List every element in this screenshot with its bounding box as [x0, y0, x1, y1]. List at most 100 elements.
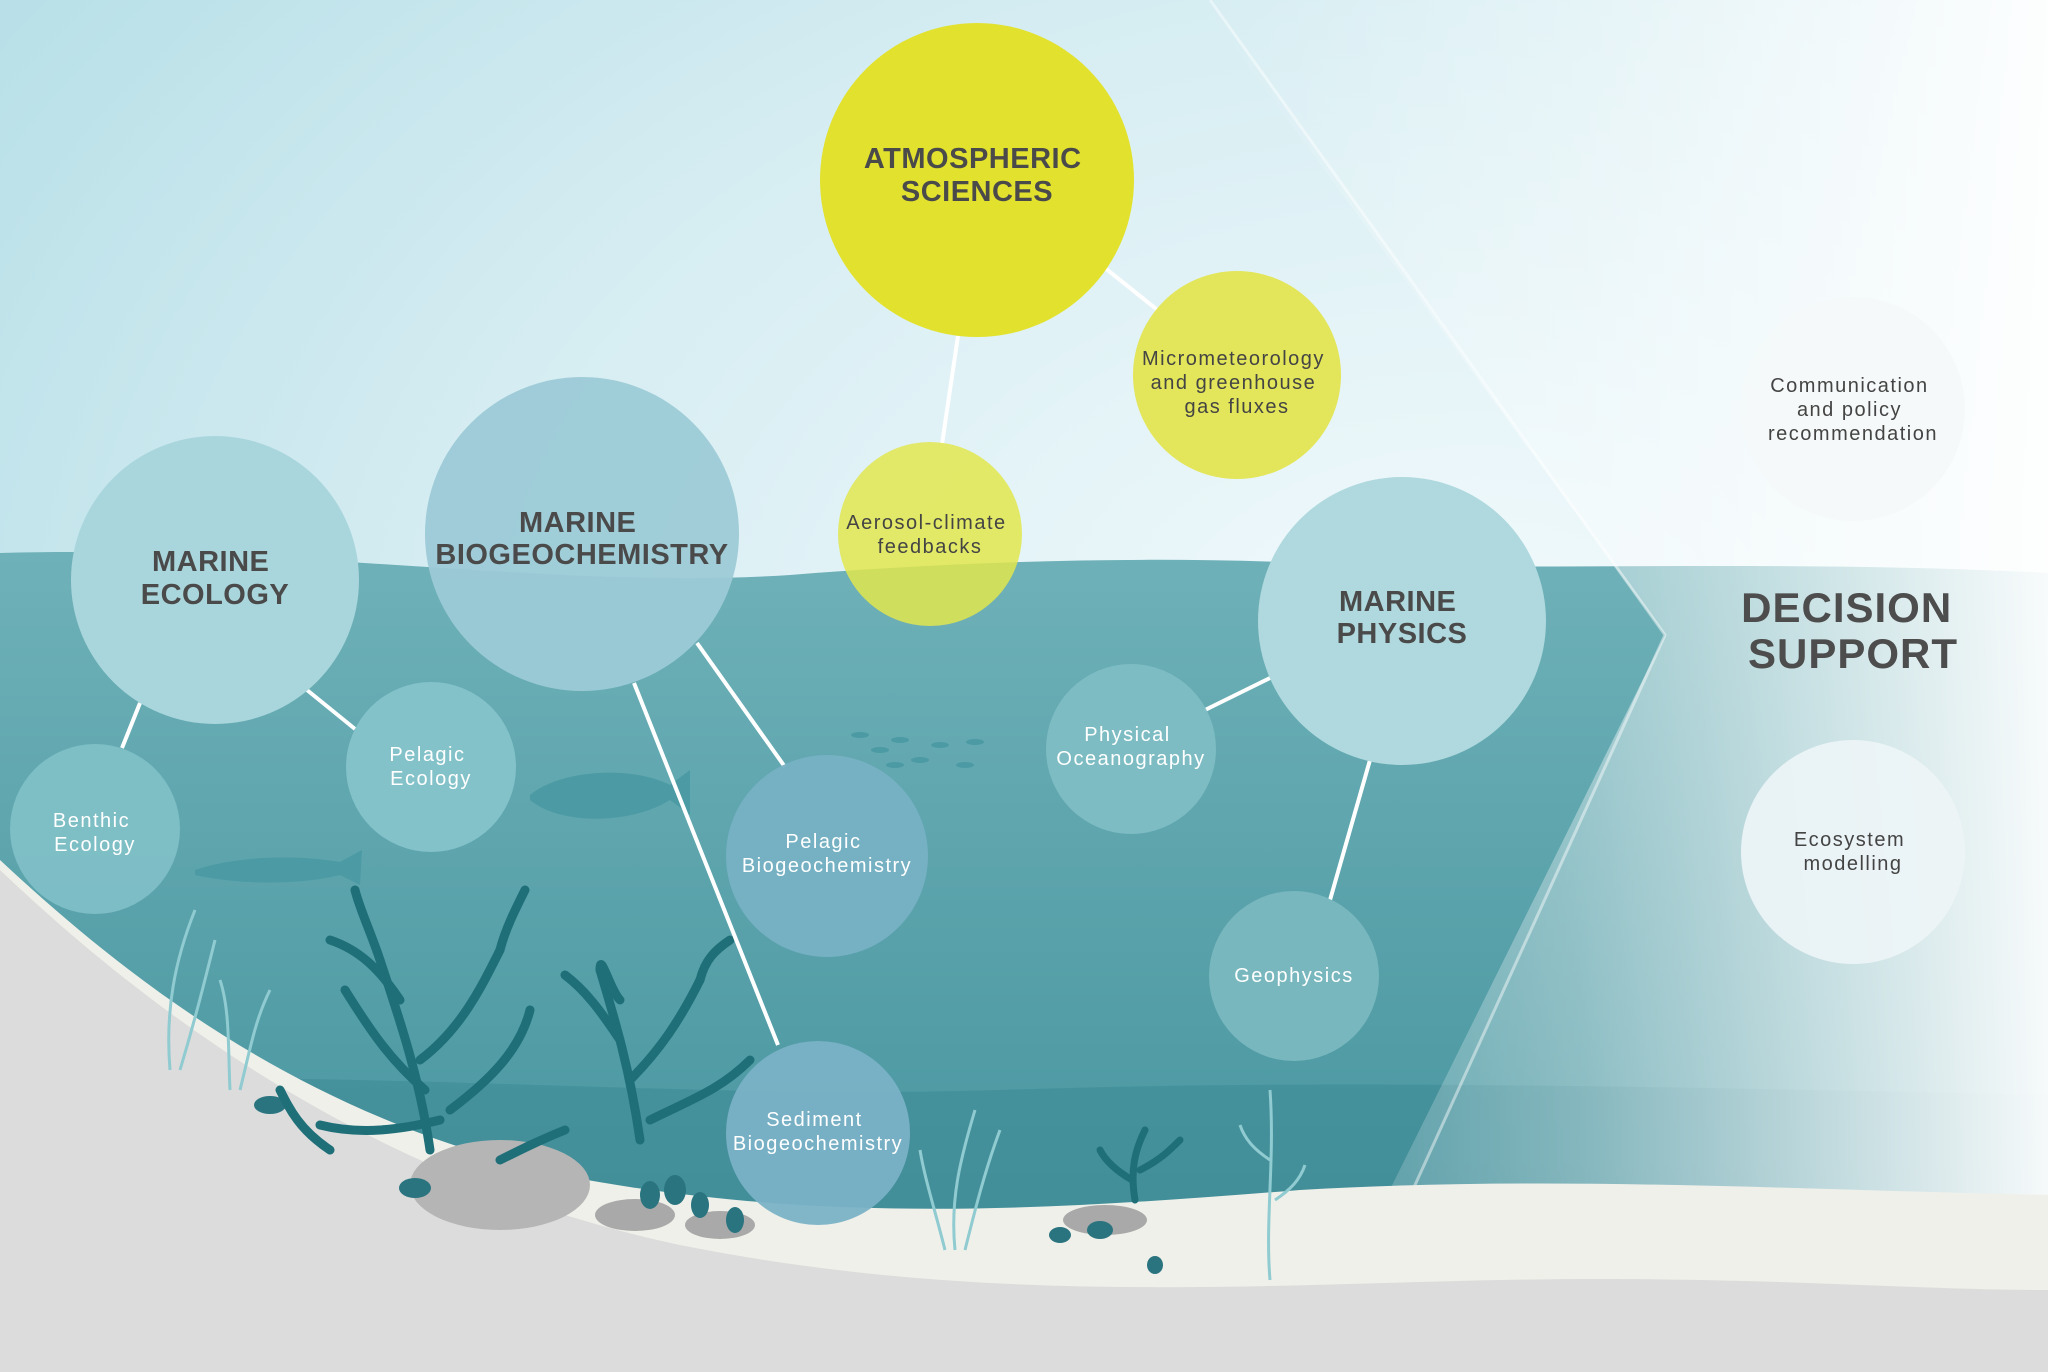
- line-physics-geophysics: [1328, 759, 1372, 901]
- node-pelagic-ecology[interactable]: Pelagic Ecology: [346, 682, 516, 852]
- node-pelagic-biogeochemistry[interactable]: Pelagic Biogeochemistry: [726, 755, 928, 957]
- line-atmos-micro: [1103, 266, 1162, 314]
- mussels: [254, 1096, 1163, 1274]
- svg-text:Benthic Ecology: Benthic Ecology: [53, 810, 137, 856]
- line-biogeo-sediment: [632, 682, 780, 1046]
- node-sediment-biogeochemistry-circle: [726, 1041, 910, 1225]
- line-biogeo-pelagic: [695, 641, 787, 769]
- node-ecosystem-modelling-line-1: Ecosystem: [1794, 829, 1905, 851]
- nodes-layer: ATMOSPHERIC SCIENCES Micrometeorology an…: [10, 23, 1965, 1225]
- node-geophysics[interactable]: Geophysics: [1209, 891, 1379, 1061]
- node-communication-policy-line-1: Communication: [1770, 375, 1928, 397]
- svg-text:Communication and poli: Communication and policy recommendation: [1768, 375, 1938, 445]
- connector-lines: [120, 266, 1372, 1046]
- svg-text:DECISION SUPPORT: DECISION SUPPORT: [1741, 584, 1965, 677]
- node-communication-policy-line-2: and policy: [1797, 399, 1902, 421]
- line-atmos-aerosol: [940, 335, 960, 445]
- node-aerosol-climate[interactable]: Aerosol-climate feedbacks: [838, 442, 1022, 626]
- node-ecosystem-modelling[interactable]: Ecosystem modelling: [1741, 740, 1965, 964]
- node-marine-ecology[interactable]: MARINE ECOLOGY: [71, 436, 359, 724]
- line-physics-oceanography: [1204, 676, 1271, 712]
- node-benthic-ecology[interactable]: Benthic Ecology: [10, 744, 180, 914]
- svg-text:Micrometeorology and g: Micrometeorology and greenhouse gas flux…: [1142, 348, 1332, 418]
- node-micrometeorology-circle: [1133, 271, 1341, 479]
- node-marine-ecology-circle: [71, 436, 359, 724]
- node-sediment-biogeochemistry-line-2: Biogeochemistry: [733, 1133, 903, 1155]
- sea-grass: [167, 909, 1307, 1281]
- svg-text:Pelagic Biogeochemistr: Pelagic Biogeochemistry: [742, 831, 912, 877]
- node-micrometeorology-line-1: Micrometeorology: [1142, 348, 1325, 370]
- fish-school: [851, 732, 984, 768]
- node-pelagic-ecology-line-1: Pelagic: [389, 744, 465, 766]
- svg-text:Ecosystem modelling: Ecosystem modelling: [1794, 829, 1912, 875]
- svg-text:MARINE ECOLOGY: MARINE ECOLOGY: [141, 546, 290, 611]
- svg-text:ATMOSPHERIC SCIENCES: ATMOSPHERIC SCIENCES: [864, 143, 1090, 208]
- svg-text:MARINE BIOGEOCHEMISTRY: MARINE BIOGEOCHEMISTRY: [435, 507, 728, 571]
- node-pelagic-biogeochemistry-line-1: Pelagic: [785, 831, 861, 853]
- node-marine-ecology-line-2: ECOLOGY: [141, 579, 290, 611]
- node-marine-physics-line-2: PHYSICS: [1337, 618, 1468, 650]
- node-micrometeorology-line-3: gas fluxes: [1184, 396, 1289, 418]
- node-geophysics-circle: [1209, 891, 1379, 1061]
- node-ecosystem-modelling-circle: [1741, 740, 1965, 964]
- rock-small-3: [1063, 1205, 1147, 1235]
- node-aerosol-climate-line-2: feedbacks: [878, 536, 983, 558]
- fish-cod: [530, 770, 690, 819]
- node-communication-policy-circle: [1741, 297, 1965, 521]
- line-ecology-benthic: [120, 702, 142, 749]
- node-atmospheric-sciences-line-1: ATMOSPHERIC: [864, 143, 1082, 175]
- node-physical-oceanography[interactable]: Physical Oceanography: [1046, 664, 1216, 834]
- decision-support-heading: DECISION SUPPORT: [1741, 584, 1965, 677]
- node-geophysics-line-1: Geophysics: [1234, 965, 1354, 987]
- node-pelagic-biogeochemistry-circle: [726, 755, 928, 957]
- seaweed-left: [275, 885, 535, 1155]
- node-physical-oceanography-line-1: Physical: [1084, 724, 1170, 746]
- node-aerosol-climate-line-1: Aerosol-climate: [846, 512, 1006, 534]
- svg-text:Geophysics: Geophysics: [1234, 965, 1354, 987]
- node-benthic-ecology-line-2: Ecology: [54, 834, 136, 856]
- node-physical-oceanography-circle: [1046, 664, 1216, 834]
- node-marine-biogeochemistry-circle: [425, 377, 739, 691]
- node-communication-policy-line-3: recommendation: [1768, 423, 1938, 445]
- fish-pike: [195, 850, 362, 885]
- decision-support-chevron-edge: [1208, 0, 1667, 1372]
- node-marine-physics-line-1: MARINE: [1339, 586, 1456, 618]
- line-ecology-pelagic: [305, 688, 357, 731]
- rock-large: [410, 1140, 590, 1230]
- node-micrometeorology-line-2: and greenhouse: [1151, 372, 1317, 394]
- node-sediment-biogeochemistry-line-1: Sediment: [766, 1109, 863, 1131]
- svg-text:Physical Oceanography: Physical Oceanography: [1056, 724, 1205, 770]
- decision-support-line-1: DECISION: [1741, 584, 1952, 631]
- node-sediment-biogeochemistry[interactable]: Sediment Biogeochemistry: [726, 1041, 910, 1225]
- node-atmospheric-sciences-circle: [820, 23, 1134, 337]
- node-micrometeorology[interactable]: Micrometeorology and greenhouse gas flux…: [1133, 271, 1341, 479]
- seaweed-small: [1096, 1126, 1184, 1204]
- svg-text:Sediment Biogeochemist: Sediment Biogeochemistry: [733, 1109, 903, 1155]
- decision-support-line-2: SUPPORT: [1748, 630, 1958, 677]
- svg-text:Aerosol-climate feedba: Aerosol-climate feedbacks: [846, 512, 1013, 558]
- node-physical-oceanography-line-2: Oceanography: [1056, 748, 1205, 770]
- node-pelagic-ecology-circle: [346, 682, 516, 852]
- node-marine-physics-circle: [1258, 477, 1546, 765]
- node-marine-physics[interactable]: MARINE PHYSICS: [1258, 477, 1546, 765]
- node-ecosystem-modelling-line-2: modelling: [1803, 853, 1902, 875]
- node-atmospheric-sciences-line-2: SCIENCES: [901, 176, 1053, 208]
- svg-text:Pelagic Ecology: Pelagic Ecology: [389, 744, 472, 790]
- node-communication-policy[interactable]: Communication and policy recommendation: [1741, 297, 1965, 521]
- node-marine-ecology-line-1: MARINE: [152, 546, 269, 578]
- rock-small-1: [595, 1199, 675, 1231]
- seabed: [0, 870, 2048, 1372]
- node-pelagic-biogeochemistry-line-2: Biogeochemistry: [742, 855, 912, 877]
- svg-text:MARINE PHYSICS: MARINE PHYSICS: [1337, 586, 1468, 650]
- node-benthic-ecology-circle: [10, 744, 180, 914]
- node-pelagic-ecology-line-2: Ecology: [390, 768, 472, 790]
- node-marine-biogeochemistry-line-1: MARINE: [519, 507, 636, 539]
- node-aerosol-climate-circle: [838, 442, 1022, 626]
- node-marine-biogeochemistry[interactable]: MARINE BIOGEOCHEMISTRY: [425, 377, 739, 691]
- node-atmospheric-sciences[interactable]: ATMOSPHERIC SCIENCES: [820, 23, 1134, 337]
- node-benthic-ecology-line-1: Benthic: [53, 810, 130, 832]
- node-marine-biogeochemistry-line-2: BIOGEOCHEMISTRY: [435, 539, 728, 571]
- seaweed-right: [495, 935, 755, 1165]
